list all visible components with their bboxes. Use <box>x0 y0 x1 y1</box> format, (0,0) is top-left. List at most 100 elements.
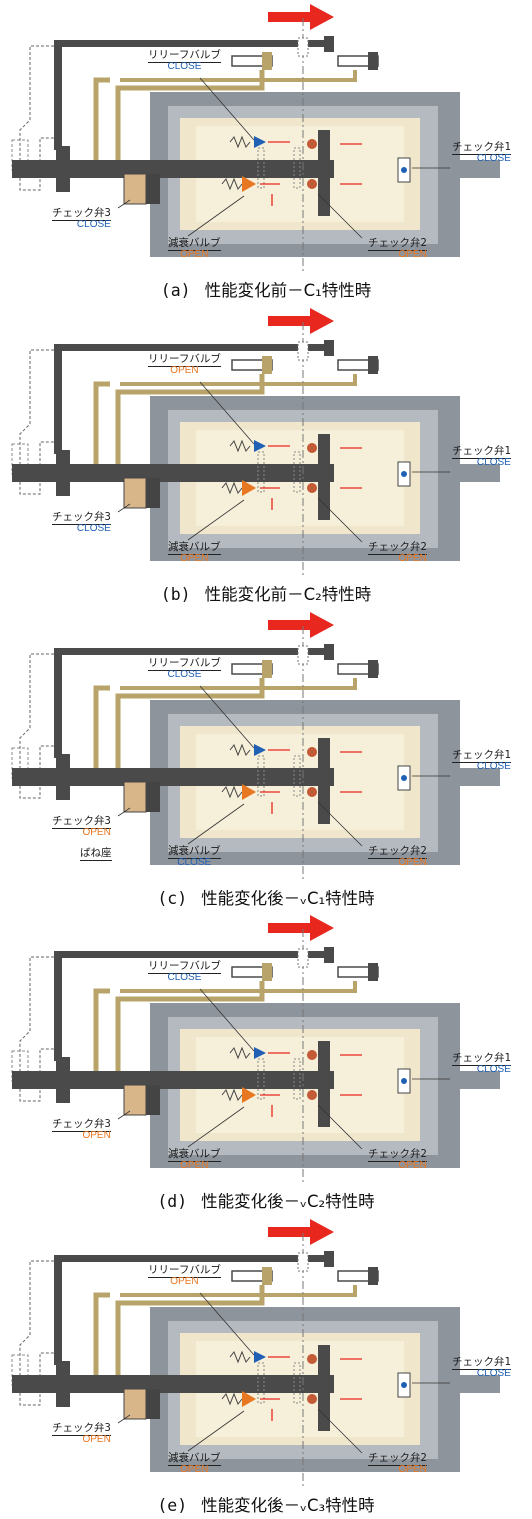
check-valve-1-label-name: チェック弁1 <box>452 1356 511 1370</box>
check-valve-1-label-name: チェック弁1 <box>452 445 511 459</box>
damping-spring <box>221 177 243 191</box>
leader-relief <box>199 381 255 445</box>
oil-pipe-outer <box>93 77 110 170</box>
oil-pipe-right <box>120 1285 357 1297</box>
left-frame-post <box>54 648 62 758</box>
relief-valve-label-state: CLOSE <box>167 669 202 680</box>
relief-valve-label-state: OPEN <box>170 1276 199 1287</box>
oil-pipe-outer <box>93 1292 110 1385</box>
relief-spring <box>229 743 251 757</box>
damping-valve-label-name: 減衰バルブ <box>168 237 221 251</box>
rod-end-block <box>56 754 70 800</box>
leader-relief <box>199 988 255 1052</box>
check-valve-2-label-name: チェック弁2 <box>368 845 427 859</box>
leader-cv3 <box>117 503 131 513</box>
piston-rod <box>12 1071 334 1089</box>
check-valve-2-ball-upper <box>307 1050 317 1060</box>
center-marker <box>297 37 309 57</box>
top-frame-bar <box>54 40 332 47</box>
check-valve-2-label-state: OPEN <box>398 1464 427 1475</box>
center-marker <box>297 645 309 665</box>
relief-valve-icon <box>254 440 266 452</box>
dashed-port-2 <box>293 147 301 189</box>
check-valve-2-label-name: チェック弁2 <box>368 1452 427 1466</box>
check-valve-3-label-state: OPEN <box>82 827 111 838</box>
damping-spring <box>221 481 243 495</box>
check-valve-2-ball-lower <box>307 1394 317 1404</box>
relief-spring <box>229 1046 251 1060</box>
frame-end-cap <box>324 644 334 660</box>
check-valve-2-label-state: OPEN <box>398 857 427 868</box>
rod-end-block <box>56 1057 70 1103</box>
check-valve-3-seat <box>146 1085 160 1115</box>
caption-id: (c) <box>157 889 188 908</box>
check-valve-1-label-name: チェック弁1 <box>452 749 511 763</box>
housing-right-stub <box>460 464 500 482</box>
rod-end-block <box>56 450 70 496</box>
check-valve-2-ball-lower <box>307 787 317 797</box>
dashed-port-2 <box>293 1362 301 1404</box>
check-valve-1-label-state: CLOSE <box>476 153 511 164</box>
panel-caption: (d)性能変化後－ᵥC₂特性時 <box>0 1188 532 1212</box>
check-valve-1-label-state: CLOSE <box>476 761 511 772</box>
relief-valve-label-name: リリーフバルブ <box>148 657 221 671</box>
relief-spring <box>229 135 251 149</box>
check-valve-3-label-state: CLOSE <box>76 523 111 534</box>
caption-id: (b) <box>160 585 191 604</box>
relief-valve-icon <box>254 136 266 148</box>
rod-end-block <box>56 1361 70 1407</box>
panel-caption: (a)性能変化前－C₁特性時 <box>0 277 532 301</box>
check-valve-2-label-state: OPEN <box>398 1160 427 1171</box>
check-valve-3-block <box>123 1388 147 1420</box>
damping-valve-label-name: 減衰バルブ <box>168 845 221 859</box>
housing-right-stub <box>460 1375 500 1393</box>
damper-diagram <box>11 1219 500 1487</box>
motion-arrow-shaft <box>268 923 314 933</box>
check-valve-2-ball-upper <box>307 747 317 757</box>
check-valve-2-ball-upper <box>307 443 317 453</box>
check-valve-2-ball-upper <box>307 139 317 149</box>
motion-arrow-head <box>310 308 334 334</box>
leader-relief <box>199 1292 255 1356</box>
spring-seat-label-name: ばね座 <box>80 847 112 861</box>
piston-rod <box>12 1375 334 1393</box>
leader-cv2 <box>317 497 363 543</box>
top-frame-bar <box>54 951 332 958</box>
oil-pipe-right <box>120 678 357 690</box>
damping-valve-label-name: 減衰バルブ <box>168 541 221 555</box>
caption-id: (a) <box>160 281 191 300</box>
check-valve-2-ball-lower <box>307 179 317 189</box>
damping-spring <box>221 785 243 799</box>
ghost-block <box>11 443 29 475</box>
cylinder-piston-right <box>368 356 378 374</box>
motion-arrow-head <box>310 4 334 30</box>
check-valve-1-label-state: CLOSE <box>476 1064 511 1075</box>
left-frame-post <box>54 40 62 150</box>
motion-arrow-shaft <box>268 620 314 630</box>
check-valve-1-label-name: チェック弁1 <box>452 141 511 155</box>
cylinder-piston-right <box>368 52 378 70</box>
check-valve-1-ball <box>401 471 407 477</box>
leader-cv2 <box>317 193 363 239</box>
caption-text: 性能変化後－ᵥC₂特性時 <box>201 1192 375 1211</box>
relief-valve-label-state: CLOSE <box>167 972 202 983</box>
piston-head <box>318 1041 330 1127</box>
leader-damp <box>187 803 245 845</box>
oil-pipe-right <box>120 981 357 993</box>
dashed-port-1 <box>257 1362 265 1404</box>
motion-arrow-shaft <box>268 1227 314 1237</box>
